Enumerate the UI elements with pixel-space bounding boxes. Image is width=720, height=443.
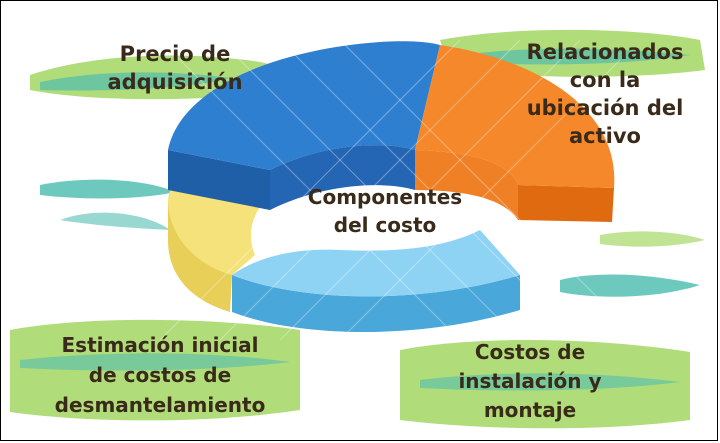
label-line: Relacionados (526, 40, 684, 64)
label-line: Precio de (119, 42, 231, 66)
segment-relacionados-inner (415, 150, 518, 220)
label-line: con la (569, 68, 641, 92)
brush-stroke-bottom-left-teal (20, 353, 290, 371)
label-line: Costos de (474, 340, 586, 364)
brush-stroke-right-swirl (560, 274, 700, 297)
label-line: del costo (333, 213, 437, 237)
label-line: montaje (483, 398, 577, 422)
brush-strokes (10, 29, 705, 429)
segment-costos (232, 230, 520, 332)
label-costos-instalacion: Costos de instalación y montaje (430, 338, 630, 425)
label-line: activo (569, 124, 641, 148)
label-precio-de-adquisicion: Precio de adquisición (70, 40, 280, 96)
brush-stroke-left-middle (40, 179, 175, 199)
label-line: de costos de (88, 363, 232, 387)
segment-costos-top (232, 230, 520, 297)
label-line: desmantelamiento (54, 393, 266, 417)
label-line: instalación y (458, 369, 602, 393)
label-line: adquisición (107, 70, 243, 94)
watermark-grid (159, 39, 621, 341)
segment-precio-top (168, 41, 440, 170)
label-line: Estimación inicial (61, 333, 259, 357)
label-relacionados-ubicacion: Relacionados con la ubicación del activo (505, 38, 705, 150)
segment-relacionados-side (518, 185, 614, 222)
segment-precio (168, 41, 440, 210)
brush-stroke-left-swirl (60, 212, 170, 230)
label-estimacion-desmantelamiento: Estimación inicial de costos de desmante… (10, 330, 310, 420)
brush-stroke-top-left-teal (40, 72, 230, 91)
segment-precio-inner (270, 145, 415, 210)
brush-stroke-right-middle (600, 231, 705, 247)
brush-stroke-bottom-right-teal (420, 373, 680, 391)
segment-costos-side (232, 275, 520, 332)
label-line: ubicación del (526, 96, 684, 120)
segment-relacionados-top (415, 45, 615, 188)
label-line: Componentes (307, 185, 463, 209)
center-label: Componentes del costo (285, 183, 485, 239)
brush-stroke-top-right-teal (460, 48, 690, 65)
segment-relacionados (415, 45, 615, 222)
